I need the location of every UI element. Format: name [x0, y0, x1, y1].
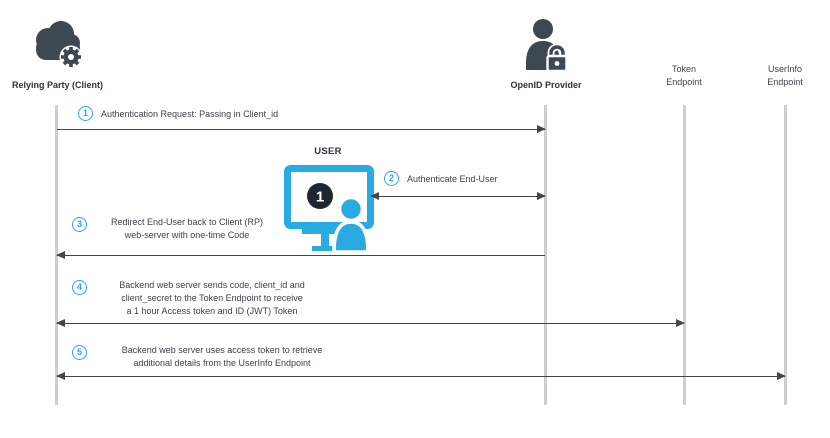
step-badge-3: 3	[72, 217, 87, 232]
arrow-redirect-end-user	[56, 251, 545, 259]
message-5-line1: Backend web server uses access token to …	[121, 345, 323, 355]
lifeline-token-endpoint	[683, 105, 686, 405]
arrowhead-left-icon	[56, 319, 65, 327]
arrowhead-left-icon	[56, 251, 65, 259]
message-4-text: Backend web server sends code, client_id…	[92, 279, 332, 318]
user-monitor-icon: 1	[284, 165, 374, 254]
arrowhead-right-icon	[676, 319, 685, 327]
message-3-text: Redirect End-User back to Client (RP) we…	[92, 216, 282, 242]
lifeline-openid-provider	[544, 105, 547, 405]
arrowhead-right-icon	[537, 125, 546, 133]
arrowhead-left-icon	[56, 372, 65, 380]
arrowhead-right-icon	[537, 192, 546, 200]
arrow-token-exchange	[56, 319, 685, 327]
arrow-userinfo-request	[56, 372, 786, 380]
arrowhead-left-icon	[370, 192, 379, 200]
message-1-text: Authentication Request: Passing in Clien…	[101, 109, 279, 119]
message-3-line1: Redirect End-User back to Client (RP)	[110, 217, 264, 227]
arrow-auth-request	[57, 125, 546, 133]
message-3-line2: web-server with one-time Code	[124, 230, 250, 240]
step-badge-5: 5	[72, 345, 87, 360]
monitor-screen-badge: 1	[316, 189, 324, 206]
token-endpoint-label: Token Endpoint	[644, 63, 724, 89]
step-badge-4: 4	[72, 280, 87, 295]
message-4-line2: client_secret to the Token Endpoint to r…	[121, 293, 303, 303]
arrowhead-right-icon	[777, 372, 786, 380]
openid-provider-label: OpenID Provider	[510, 80, 582, 90]
message-5-line2: additional details from the UserInfo End…	[133, 358, 311, 368]
relying-party-label: Relying Party (Client)	[11, 80, 103, 90]
userinfo-endpoint-label: UserInfo Endpoint	[745, 63, 825, 89]
userinfo-endpoint-label-line1: UserInfo	[767, 64, 802, 74]
token-endpoint-label-line2: Endpoint	[666, 77, 702, 87]
message-2-text: Authenticate End-User	[407, 174, 498, 184]
message-5-text: Backend web server uses access token to …	[92, 344, 352, 370]
message-4-line1: Backend web server sends code, client_id…	[119, 280, 305, 290]
user-lock-icon	[526, 19, 568, 73]
step-badge-2: 2	[384, 171, 399, 186]
user-label: USER	[314, 146, 342, 157]
lifeline-userinfo-endpoint	[784, 105, 787, 405]
step-badge-1: 1	[78, 106, 93, 121]
token-endpoint-label-line1: Token	[671, 64, 697, 74]
message-4-line3: a 1 hour Access token and ID (JWT) Token	[126, 306, 298, 316]
userinfo-endpoint-label-line2: Endpoint	[767, 77, 803, 87]
arrow-authenticate-end-user	[370, 192, 546, 200]
cloud-gear-icon	[36, 21, 83, 69]
